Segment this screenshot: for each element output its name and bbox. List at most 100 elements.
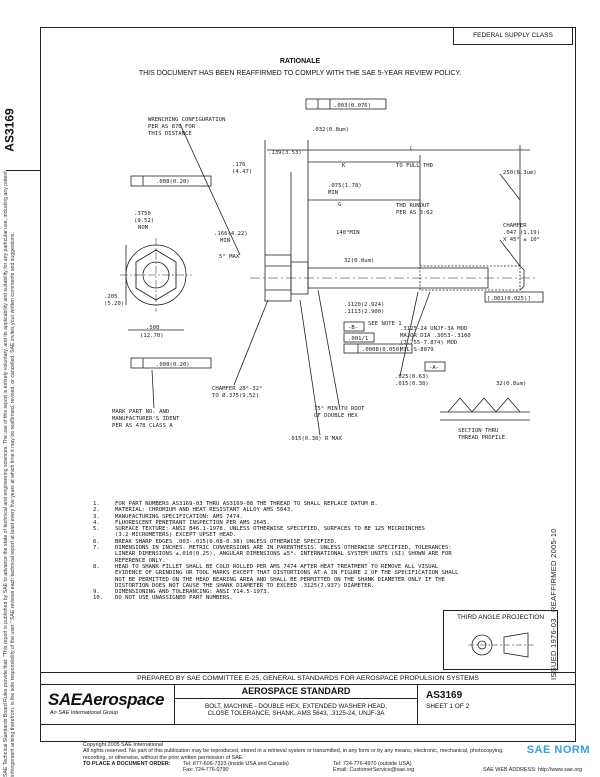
label-thread: .3125-24 UNJF-3A MOD	[400, 326, 468, 332]
drawing-frame	[40, 27, 576, 742]
label-r015: .015(0.38) R MAX	[288, 436, 343, 442]
label-min: MIN	[328, 190, 338, 196]
label-047: .047 (1.19)	[503, 230, 540, 236]
label-176: .176	[232, 162, 245, 168]
label-datum-B: -B-	[348, 325, 358, 331]
note-number: 1.	[93, 501, 100, 507]
rationale-text: THIS DOCUMENT HAS BEEN REAFFIRMED TO COM…	[138, 70, 462, 77]
label-thd-runout: THD RUNOUT	[396, 203, 430, 209]
title-document-number: AS3169	[426, 690, 463, 701]
label-75: 75° MIN TO ROOT	[314, 406, 365, 412]
note-text: DIMENSIONING AND TOLERANCING: ANSI Y14.5…	[115, 589, 270, 596]
label-025: .025(0.63)	[395, 374, 429, 380]
label-to-full-thd: TO FULL THD	[396, 163, 434, 169]
note-text: MANUFACTURING SPECIFICATION: AMS 7474.	[115, 513, 243, 520]
note-row: 5. SURFACE TEXTURE: ANSI B46.1-1978. UNLE…	[93, 526, 563, 532]
sae-logo-suffix: Aerospace	[81, 690, 164, 709]
note-number: 9.	[93, 589, 100, 596]
label-3750: .3750	[134, 211, 151, 217]
copyright-footer: Copyright 2005 SAE International All rig…	[83, 742, 583, 773]
rationale-title: RATIONALE	[279, 58, 321, 65]
standard-type: AEROSPACE STANDARD	[175, 684, 417, 699]
label-major-2: (7.755-7.874) MOD	[400, 340, 458, 346]
top-tolerance-frame	[305, 98, 387, 110]
sheet-number: SHEET 1 OF 2	[426, 703, 470, 710]
note-text: HEAD TO SHANK FILLET SHALL BE COLD ROLLE…	[115, 563, 439, 570]
label-major: MAJOR DIA .3053-.3100	[400, 333, 471, 339]
label-G: G	[338, 202, 342, 208]
title-line-2: CLOSE TOLERANCE, SHANK, AMS 5643, .3125-…	[207, 710, 385, 717]
note-row: 6.BREAK SHARP EDGES .003-.015(0.08-0.38)…	[93, 539, 563, 545]
label-wrenching: WRENCHING CONFIGURATION	[148, 117, 225, 123]
note-row: DISTORTION DOES NOT CAUSE THE SHANK DIAM…	[93, 583, 563, 589]
note-text: DO NOT USE UNASSIGNED PART NUMBERS.	[115, 595, 233, 602]
third-angle-projection-box: THIRD ANGLE PROJECTION	[443, 610, 558, 670]
bolt-drawing: WRENCHING CONFIGURATION PER AS 870 FOR T…	[104, 98, 544, 442]
note-text: (3.2 MICROMETERS) EXCEPT UPSET HEAD.	[115, 532, 237, 539]
label-140: 140°MIN	[336, 230, 360, 236]
sae-norm-watermark: SAE NORM	[526, 744, 590, 756]
label-mark-3: PER AS 478 CLASS A	[112, 423, 173, 429]
note-text: FLUORESCENT PENETRANT INSPECTION PER AMS…	[115, 519, 270, 526]
label-mil: MIL-S-8879	[400, 347, 434, 353]
label-003: .003(0.076)	[334, 103, 371, 109]
doc-number-cell: AS3169 SHEET 1 OF 2	[418, 684, 518, 724]
label-K: K	[342, 163, 346, 169]
title-block-bottom	[40, 724, 576, 725]
order-label: TO PLACE A DOCUMENT ORDER:	[83, 760, 171, 767]
label-250: 250(6.3um)	[503, 170, 537, 176]
label-3750m: (9.52)	[134, 218, 154, 224]
label-wrenching-3: THIS DISTANCE	[148, 131, 192, 137]
label-008b: .008(0.20)	[156, 362, 190, 368]
web-address: SAE WEB ADDRESS: http://www.sae.org	[483, 767, 583, 774]
thread-profile	[447, 397, 521, 413]
note-row: REFERENCE ONLY.	[93, 558, 563, 564]
label-75b: OF DOUBLE HEX	[314, 413, 358, 419]
fax: Fax: 724-776-0790	[183, 767, 229, 774]
sae-logo-subtitle: An SAE International Group	[50, 710, 118, 716]
note-row: 3.MANUFACTURING SPECIFICATION: AMS 7474.	[93, 514, 563, 520]
tel-2: Tel: 724-776-4970 (outside USA)	[333, 760, 412, 767]
notes-list: 1.FOR PART NUMBERS AS3169-03 THRU AS3169…	[93, 501, 563, 602]
label-datum-A: -A-	[429, 365, 439, 371]
copyright: Copyright 2005 SAE International	[83, 742, 164, 748]
label-500: .500	[146, 325, 159, 331]
label-tol-001: [.001(0.025)]	[487, 296, 531, 302]
label-205: .205	[104, 294, 117, 300]
note-row: NOT BE PERMITTED ON THE HEAD BEARING ARE…	[93, 577, 563, 583]
label-0008: .0008(0.050)	[362, 347, 402, 353]
note-row: LINEAR DIMENSIONS ±.010(0.25), ANGULAR D…	[93, 551, 563, 557]
third-angle-title: THIRD ANGLE PROJECTION	[456, 614, 545, 621]
note-text: NOT BE PERMITTED ON THE HEAD BEARING ARE…	[115, 576, 446, 583]
third-angle-symbol	[468, 632, 536, 658]
prepared-by-line: PREPARED BY SAE COMMITTEE E-25, GENERAL …	[40, 672, 576, 685]
note-row: 1.FOR PART NUMBERS AS3169-03 THRU AS3169…	[93, 501, 563, 507]
label-per-as: PER AS 3:62	[396, 210, 433, 216]
label-1113: .1113(2.900)	[344, 309, 384, 315]
label-x45: X 45° ± 10°	[503, 237, 540, 243]
label-447: (4.47)	[232, 169, 252, 175]
note-number: 7.	[93, 545, 100, 552]
note-text: SURFACE TEXTURE: ANSI B46.1-1978. UNLESS…	[115, 526, 425, 533]
label-L: L	[410, 146, 414, 152]
label-1270: (12.70)	[140, 333, 164, 339]
note-number: 10.	[93, 595, 104, 602]
federal-supply-class-box: FEDERAL SUPPLY CLASS	[453, 27, 573, 45]
label-section-2: THREAD PROFILE	[458, 435, 506, 441]
label-015: .015(0.38)	[395, 381, 429, 387]
label-chamfer: CHAMFER	[503, 223, 527, 229]
note-number: 5.	[93, 526, 100, 533]
note-row: EVIDENCE OF GRINDING OR TOOL MARKS EXCEP…	[93, 570, 563, 576]
label-chamfer-3: TO Ø.375(9.52)	[212, 392, 259, 399]
tel-1: Tel: 877-606-7323 (inside USA and Canada…	[183, 760, 289, 767]
label-032b: 32(0.8um)	[344, 258, 374, 264]
note-row: 7.DIMENSIONS IN INCHES. METRIC CONVERSIO…	[93, 545, 563, 551]
label-166: .166(4.22)	[214, 231, 248, 237]
email: Email: CustomerService@sae.org	[333, 767, 415, 774]
title-line-1: BOLT, MACHINE - DOUBLE HEX, EXTENDED WAS…	[205, 703, 387, 710]
tab-divider	[6, 170, 40, 171]
label-section: SECTION THRU	[458, 428, 498, 434]
label-032: .032(0.8um)	[312, 127, 349, 133]
note-row: 9. DIMENSIONING AND TOLERANCING: ANSI Y14…	[93, 589, 563, 595]
label-min-2: MIN	[220, 238, 230, 244]
